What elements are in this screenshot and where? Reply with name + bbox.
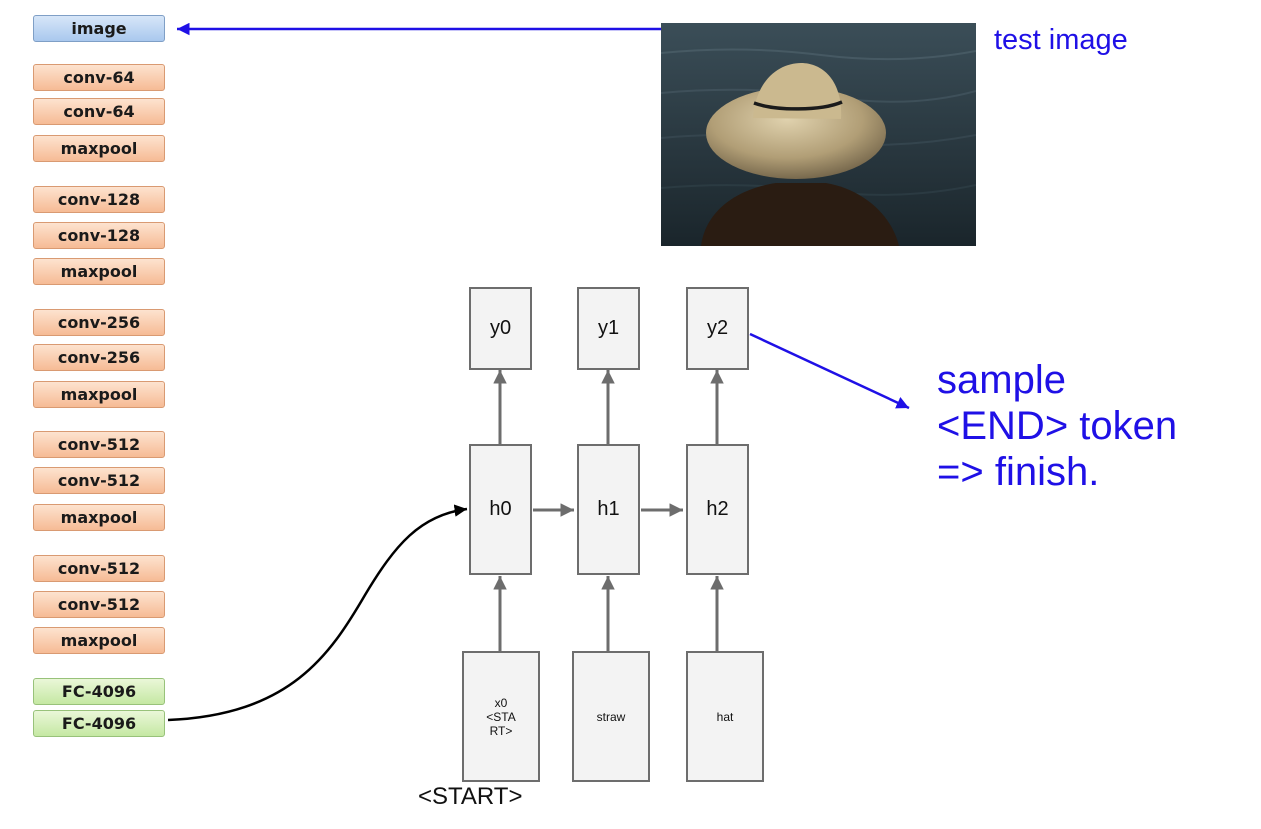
cnn-layer-maxpool: maxpool: [33, 381, 165, 408]
cnn-layer-conv-512: conv-512: [33, 431, 165, 458]
cnn-layer-conv-512: conv-512: [33, 467, 165, 494]
cnn-layer-maxpool: maxpool: [33, 135, 165, 162]
cnn-layer-conv-64: conv-64: [33, 98, 165, 125]
cnn-layer-fc-4096: FC-4096: [33, 678, 165, 705]
cnn-layer-maxpool: maxpool: [33, 504, 165, 531]
cnn-layer-image: image: [33, 15, 165, 42]
cnn-layer-conv-64: conv-64: [33, 64, 165, 91]
cnn-layer-conv-256: conv-256: [33, 309, 165, 336]
sample-end-token-label: sample <END> token => finish.: [937, 358, 1178, 494]
output-node-y2: y2: [686, 287, 749, 370]
input-node-straw: straw: [572, 651, 650, 782]
cnn-layer-fc-4096: FC-4096: [33, 710, 165, 737]
arrow-y2-to-sample: [749, 332, 910, 410]
hidden-node-h2: h2: [686, 444, 749, 575]
cnn-layer-conv-128: conv-128: [33, 222, 165, 249]
arrow-fc-to-h0: [167, 504, 468, 722]
cnn-layer-conv-128: conv-128: [33, 186, 165, 213]
output-node-y0: y0: [469, 287, 532, 370]
cnn-layer-maxpool: maxpool: [33, 627, 165, 654]
output-node-y1: y1: [577, 287, 640, 370]
input-node-hat: hat: [686, 651, 764, 782]
input-node-x0: x0 <STA RT>: [462, 651, 540, 782]
start-token-label: <START>: [418, 783, 523, 810]
cnn-layer-conv-256: conv-256: [33, 344, 165, 371]
test-photo: [661, 23, 976, 246]
test-image-label: test image: [994, 24, 1128, 56]
cnn-layer-maxpool: maxpool: [33, 258, 165, 285]
hidden-node-h0: h0: [469, 444, 532, 575]
cnn-layer-conv-512: conv-512: [33, 555, 165, 582]
cnn-layer-conv-512: conv-512: [33, 591, 165, 618]
hidden-node-h1: h1: [577, 444, 640, 575]
